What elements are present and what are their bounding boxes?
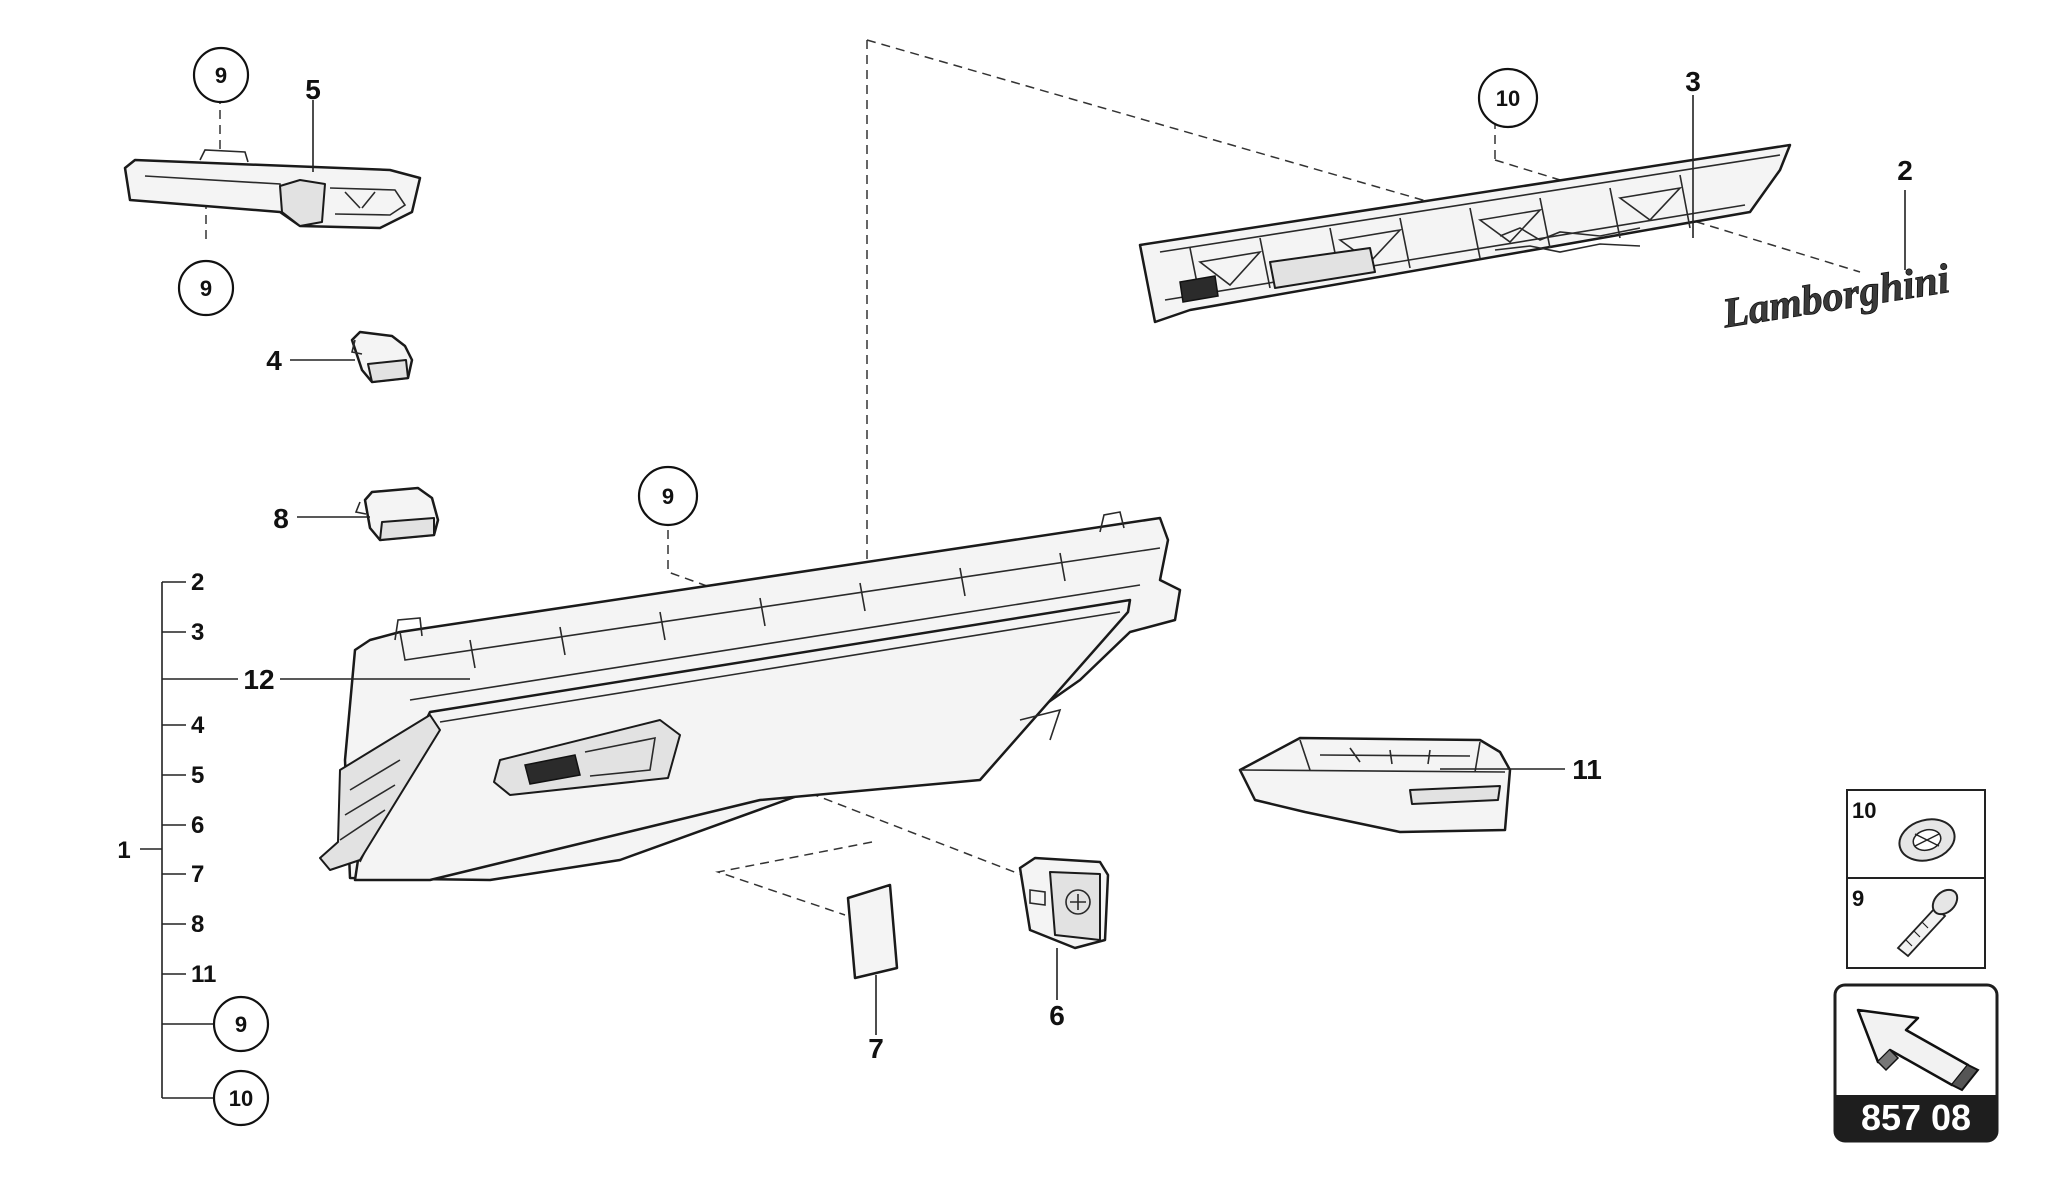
reference-code-bar bbox=[1835, 1095, 1997, 1141]
part-11-tray bbox=[1238, 736, 1512, 834]
reference-code: 857 08 bbox=[1861, 1097, 1971, 1138]
callout-9-below-5-label: 9 bbox=[200, 276, 212, 301]
part-3-trim-strip bbox=[1138, 143, 1792, 324]
part-6-switch bbox=[1018, 856, 1110, 950]
logo-script-text: Lamborghini bbox=[1718, 256, 1952, 337]
tree-item-9: 9 bbox=[235, 1012, 247, 1037]
callout-9-center: 9 bbox=[637, 465, 699, 527]
clip-nut-icon bbox=[1898, 818, 1956, 862]
tree-item-8: 8 bbox=[191, 911, 204, 938]
part-7-cover-plate bbox=[846, 883, 899, 980]
part-5-module bbox=[123, 149, 422, 230]
lamborghini-logo: Lamborghini bbox=[1718, 256, 1953, 338]
screw-icon bbox=[1896, 888, 1959, 958]
tree-item-6: 6 bbox=[191, 812, 204, 839]
callout-10-top: 10 bbox=[1477, 67, 1539, 129]
tree-root-1: 1 bbox=[117, 837, 130, 864]
callout-9-center-label: 9 bbox=[662, 484, 674, 509]
part-12-glove-box bbox=[319, 511, 1182, 882]
fastener-legend: 10 9 bbox=[1846, 789, 1986, 969]
tree-item-10: 10 bbox=[229, 1086, 253, 1111]
tree-item-3: 3 bbox=[191, 619, 204, 646]
legend-number-9: 9 bbox=[1852, 886, 1864, 911]
callout-3-label: 3 bbox=[1685, 66, 1701, 97]
callout-4-label: 4 bbox=[266, 345, 282, 376]
tree-item-4: 4 bbox=[191, 712, 205, 739]
callout-5-label: 5 bbox=[305, 74, 321, 105]
callout-8-label: 8 bbox=[273, 503, 289, 534]
tree-item-11: 11 bbox=[191, 961, 216, 988]
leader-lines bbox=[280, 95, 1906, 1035]
callout-10-top-label: 10 bbox=[1496, 86, 1520, 111]
tree-item-9-circle bbox=[212, 995, 270, 1053]
orientation-arrow-icon bbox=[1856, 1008, 1980, 1092]
tree-item-5: 5 bbox=[191, 762, 204, 789]
callout-11-label: 11 bbox=[1572, 754, 1602, 785]
legend-number-10: 10 bbox=[1852, 798, 1876, 823]
callout-2-label: 2 bbox=[1897, 155, 1913, 186]
orientation-badge: 857 08 bbox=[1833, 983, 1999, 1143]
callout-6-label: 6 bbox=[1049, 1000, 1065, 1031]
tree-item-2: 2 bbox=[191, 569, 204, 596]
part-4-clip bbox=[350, 330, 414, 384]
tree-item-10-circle bbox=[212, 1069, 270, 1127]
tree-item-7: 7 bbox=[191, 861, 204, 888]
callout-7-label: 7 bbox=[868, 1033, 884, 1064]
callout-12-label: 12 bbox=[243, 664, 274, 695]
callout-9-top-label: 9 bbox=[215, 63, 227, 88]
callout-9-top: 9 bbox=[192, 46, 250, 104]
callouts: 9 5 9 4 8 10 3 2 9 12 11 6 7 bbox=[177, 46, 1913, 1064]
part-8-lamp bbox=[354, 486, 440, 542]
assembly-tree: 1 2 3 4 5 6 7 8 11 9 10 bbox=[117, 569, 270, 1127]
callout-9-below-5: 9 bbox=[177, 259, 235, 317]
